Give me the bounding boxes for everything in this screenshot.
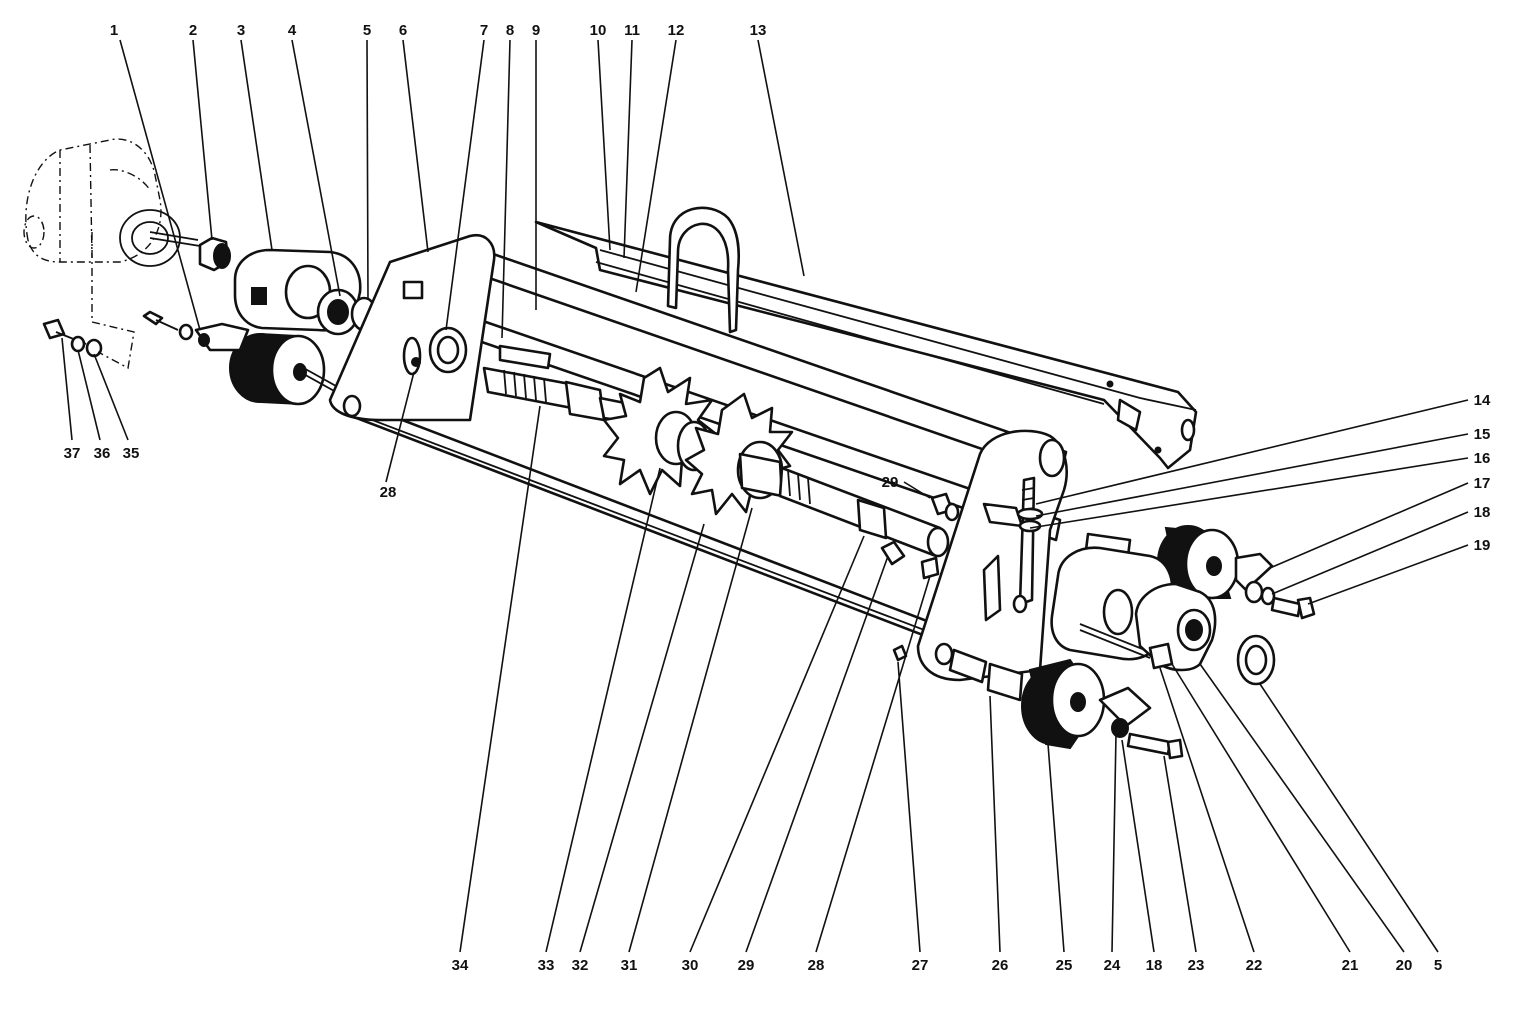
callout-7: 7 bbox=[480, 22, 488, 39]
callout-33: 33 bbox=[538, 957, 555, 974]
bearing-flange bbox=[1134, 582, 1217, 672]
seal-ring bbox=[1236, 634, 1276, 686]
callout-15: 15 bbox=[1474, 426, 1491, 443]
callout-20: 20 bbox=[1396, 957, 1413, 974]
callouts-inner: 28 29 bbox=[380, 474, 899, 501]
callout-22: 22 bbox=[1246, 957, 1263, 974]
right-upper-roller bbox=[1084, 525, 1316, 620]
callout-29-inner: 29 bbox=[882, 474, 899, 491]
callout-29: 29 bbox=[738, 957, 755, 974]
left-side-plate bbox=[328, 233, 496, 422]
callout-17: 17 bbox=[1474, 475, 1491, 492]
callout-11: 11 bbox=[624, 22, 640, 39]
callout-9: 9 bbox=[532, 22, 540, 39]
callout-5-b: 5 bbox=[1434, 957, 1442, 974]
callout-27: 27 bbox=[912, 957, 929, 974]
callout-8: 8 bbox=[506, 22, 514, 39]
center-shaft bbox=[738, 452, 950, 558]
callout-31: 31 bbox=[621, 957, 638, 974]
top-channel-cover bbox=[534, 220, 1198, 470]
callout-35: 35 bbox=[123, 445, 140, 462]
adjuster-rod bbox=[1012, 476, 1044, 614]
right-lower-roller bbox=[948, 648, 1184, 760]
callout-4: 4 bbox=[288, 22, 297, 39]
callouts-right: 14 15 16 17 18 19 bbox=[1474, 392, 1491, 554]
callout-30: 30 bbox=[682, 957, 699, 974]
callout-14: 14 bbox=[1474, 392, 1491, 409]
callout-18-b: 18 bbox=[1146, 957, 1163, 974]
callout-13: 13 bbox=[750, 22, 767, 39]
callout-3: 3 bbox=[237, 22, 245, 39]
callout-6: 6 bbox=[399, 22, 407, 39]
coupler-nut bbox=[198, 236, 231, 272]
callout-25: 25 bbox=[1056, 957, 1073, 974]
callout-1: 1 bbox=[110, 22, 118, 39]
callout-24: 24 bbox=[1104, 957, 1121, 974]
handle bbox=[666, 206, 740, 334]
leader-lines bbox=[61, 39, 1469, 953]
callouts-left: 37 36 35 bbox=[64, 445, 140, 462]
callout-37: 37 bbox=[64, 445, 81, 462]
callout-5: 5 bbox=[363, 22, 371, 39]
callout-2: 2 bbox=[189, 22, 197, 39]
callout-21: 21 bbox=[1342, 957, 1359, 974]
callout-28: 28 bbox=[808, 957, 825, 974]
callout-32: 32 bbox=[572, 957, 589, 974]
callout-16: 16 bbox=[1474, 450, 1491, 467]
left-roller bbox=[229, 332, 337, 406]
nuts-29 bbox=[880, 492, 960, 662]
callout-36: 36 bbox=[94, 445, 111, 462]
hydraulic-motor-phantom bbox=[23, 138, 201, 267]
callout-34: 34 bbox=[452, 957, 469, 974]
callout-23: 23 bbox=[1188, 957, 1205, 974]
callout-26: 26 bbox=[992, 957, 1009, 974]
callout-19: 19 bbox=[1474, 537, 1491, 554]
callouts-top: 1 2 3 4 5 6 7 8 9 10 11 12 13 bbox=[110, 22, 767, 39]
callouts-bottom: 34 33 32 31 30 29 28 27 26 25 24 18 23 2… bbox=[452, 957, 1443, 974]
callout-28-inner: 28 bbox=[380, 484, 397, 501]
callout-12: 12 bbox=[668, 22, 685, 39]
callout-18: 18 bbox=[1474, 504, 1491, 521]
callout-10: 10 bbox=[590, 22, 607, 39]
